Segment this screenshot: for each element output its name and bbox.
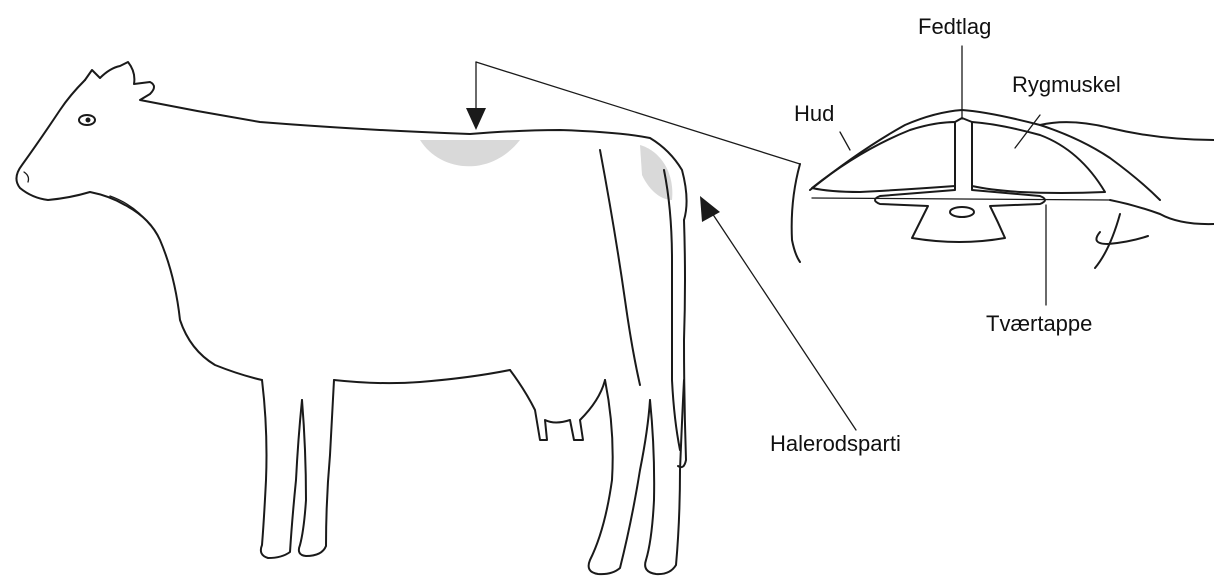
cow-outline [16, 62, 686, 574]
muscle-left [812, 122, 955, 192]
back-cross-section [792, 110, 1214, 268]
back-shaded-region [420, 140, 520, 166]
fedtlag-label: Fedtlag [918, 16, 991, 38]
halerodsparti-label: Halerodsparti [770, 433, 901, 455]
rygmuskel-label: Rygmuskel [1012, 74, 1121, 96]
hud-label: Hud [794, 103, 834, 125]
halerodsparti-pointer [700, 196, 856, 430]
back-pointer [466, 62, 800, 164]
tvaertappe-label: Tværtappe [986, 313, 1092, 335]
muscle-right [972, 122, 1105, 193]
